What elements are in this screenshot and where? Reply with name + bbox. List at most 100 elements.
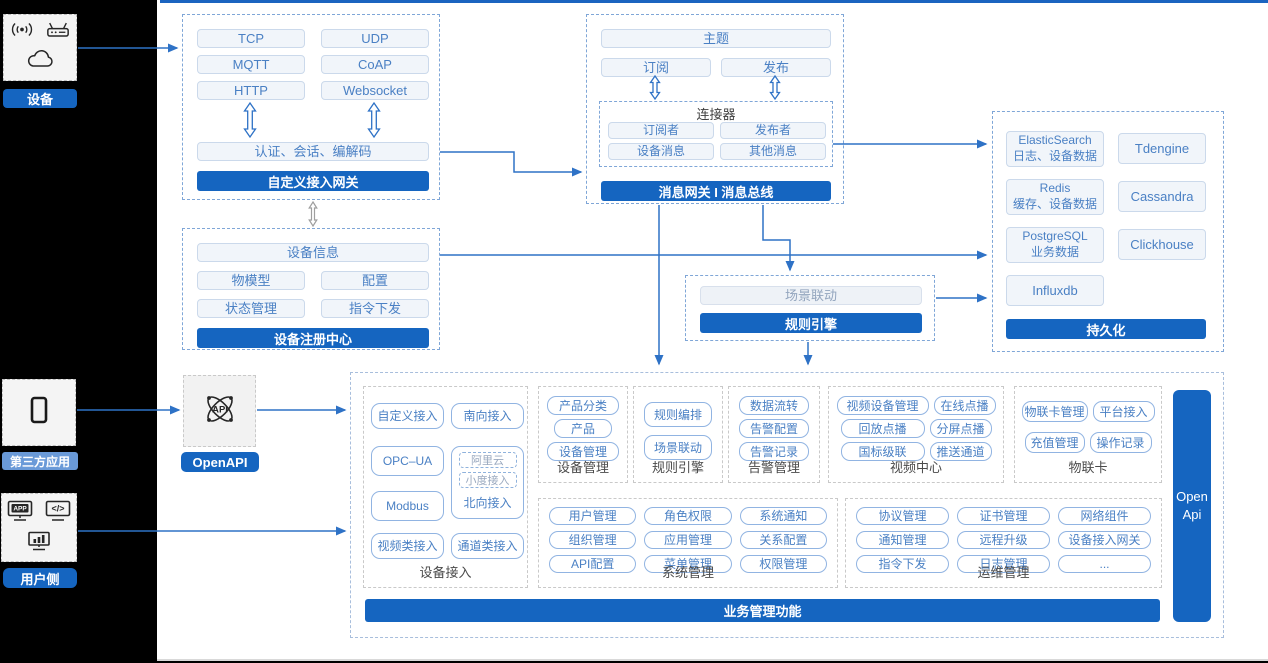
pill-notice-mgmt: 通知管理 [856,531,949,549]
device-source-box [3,14,77,81]
pill-alarm-record: 告警记录 [739,442,809,461]
pill-rule-orchestration: 规则编排 [644,402,712,427]
store-postgresql: PostgreSQL 业务数据 [1006,227,1104,263]
pill-user-mgmt: 用户管理 [549,507,637,525]
code-icon-text: </> [51,503,64,513]
user-icon-row: APP </> [7,500,71,527]
pill-data-flow: 数据流转 [739,396,809,415]
message-bus-title-bar: 消息网关 I 消息总线 [601,181,831,201]
device-label: 设备 [3,89,77,108]
subscribe-pill: 订阅 [601,58,711,77]
topic-pill: 主题 [601,29,831,48]
store-name: PostgreSQL [1022,229,1088,244]
store-name: Redis [1039,181,1071,196]
protocol-websocket: Websocket [321,81,429,100]
scene-linkage-pill: 场景联动 [700,286,922,305]
pill-command-dispatch: 指令下发 [856,555,949,573]
user-side-label: 用户侧 [3,568,77,588]
pill-system-notice: 系统通知 [739,507,827,525]
openapi-label: OpenAPI [181,452,259,472]
iot-card-row: 物联卡管理 平台接入 [1021,401,1155,422]
config-pill: 配置 [321,271,429,290]
pill-cert-mgmt: 证书管理 [957,507,1050,525]
pill-video-access: 视频类接入 [371,533,444,559]
rule-engine-title-bar: 规则引擎 [700,313,922,333]
api-icon-text: API [212,404,228,415]
store-tdengine: Tdengine [1118,133,1206,164]
pill-menu-mgmt: 菜单管理 [644,555,732,573]
device-registry-title-bar: 设备注册中心 [197,328,429,348]
state-mgmt-pill: 状态管理 [197,299,305,318]
app-icon-text: APP [13,505,27,512]
device-info-pill: 设备信息 [197,243,429,262]
video-row: 视频设备管理 在线点播 [836,396,996,415]
pill-alarm-config: 告警配置 [739,419,809,438]
custom-gateway-box: TCP UDP MQTT CoAP HTTP Websocket 认证、会话、编… [182,14,440,200]
pill-log-mgmt: 日志管理 [957,555,1050,573]
pill-api-config: API配置 [549,555,637,573]
iot-card-row: 充值管理 操作记录 [1024,432,1152,453]
user-side-box: APP </> [1,493,77,562]
publish-pill: 发布 [721,58,831,77]
thing-model-pill: 物模型 [197,271,305,290]
phone-icon [30,395,48,430]
section-rule-engine: 规则编排 场景联动 规则引擎 [633,386,723,483]
section-ops: 协议管理 证书管理 网络组件 通知管理 远程升级 设备接入网关 指令下发 日志管… [845,498,1162,588]
pill-push-channel: 推送通道 [929,442,992,461]
third-party-label: 第三方应用 [2,452,78,470]
iot-card-label: 物联卡 [1068,460,1108,475]
pill-xiaodu: 小度接入 [458,472,517,488]
pill-org-mgmt: 组织管理 [549,531,637,549]
protocol-http: HTTP [197,81,305,100]
pill-device-mgmt: 设备管理 [547,442,619,461]
pill-remote-upgrade: 远程升级 [957,531,1050,549]
persistence-box: ElasticSearch 日志、设备数据 Tdengine Redis 缓存、… [992,111,1224,352]
section-device-mgmt: 产品分类 产品 设备管理 设备管理 [538,386,628,483]
session-codec-pill: 认证、会话、编解码 [197,142,429,161]
pill-role-permission: 角色权限 [644,507,732,525]
device-registry-box: 设备信息 物模型 配置 状态管理 指令下发 设备注册中心 [182,228,440,350]
video-row: 国标级联 推送通道 [840,442,992,461]
rule-engine-label: 规则引擎 [651,460,704,475]
pill-aliyun: 阿里云 [458,452,517,468]
publisher-pill: 发布者 [720,122,826,139]
pill-protocol-mgmt: 协议管理 [856,507,949,525]
pill-permission-mgmt: 权限管理 [739,555,827,573]
business-footer-bar: 业务管理功能 [365,599,1160,622]
signal-icon [10,22,34,42]
store-influxdb: Influxdb [1006,275,1104,306]
northbound-box: 阿里云 小度接入 北向接入 [451,446,524,519]
other-message-pill: 其他消息 [720,143,826,160]
pill-app-mgmt: 应用管理 [644,531,732,549]
api-icon: API [200,389,240,434]
pill-opc-ua: OPC–UA [371,446,444,476]
video-label: 视频中心 [889,460,942,475]
pill-gb-cascade: 国标级联 [840,442,925,461]
video-row: 回放点播 分屏点播 [840,419,992,438]
section-iot-card: 物联卡管理 平台接入 充值管理 操作记录 物联卡 [1014,386,1162,483]
alarm-label: 告警管理 [747,460,800,475]
protocol-mqtt: MQTT [197,55,305,74]
pill-recharge-mgmt: 充值管理 [1024,432,1085,453]
pill-southbound: 南向接入 [451,403,524,429]
store-name: ElasticSearch [1018,133,1092,148]
pill-platform-access: 平台接入 [1092,401,1155,422]
pill-scene-linkage: 场景联动 [644,435,712,460]
section-video: 视频设备管理 在线点播 回放点播 分屏点播 国标级联 推送通道 视频中心 [828,386,1004,483]
rule-engine-box: 场景联动 规则引擎 [685,275,935,341]
store-clickhouse: Clickhouse [1118,229,1206,260]
pill-device-gateway: 设备接入网关 [1058,531,1151,549]
store-elasticsearch: ElasticSearch 日志、设备数据 [1006,131,1104,167]
device-mgmt-label: 设备管理 [556,460,609,475]
system-label: 系统管理 [661,565,714,580]
connector-title: 连接器 [696,107,736,122]
section-system: 用户管理 角色权限 系统通知 组织管理 应用管理 关系配置 API配置 菜单管理… [538,498,838,588]
pill-relation-config: 关系配置 [739,531,827,549]
store-cassandra: Cassandra [1118,181,1206,212]
connector-box: 连接器 订阅者 发布者 设备消息 其他消息 [599,101,833,167]
ops-label: 运维管理 [977,565,1030,580]
pill-channel-access: 通道类接入 [451,533,524,559]
cloud-third-party-icon [25,49,55,74]
pill-product: 产品 [554,419,612,438]
